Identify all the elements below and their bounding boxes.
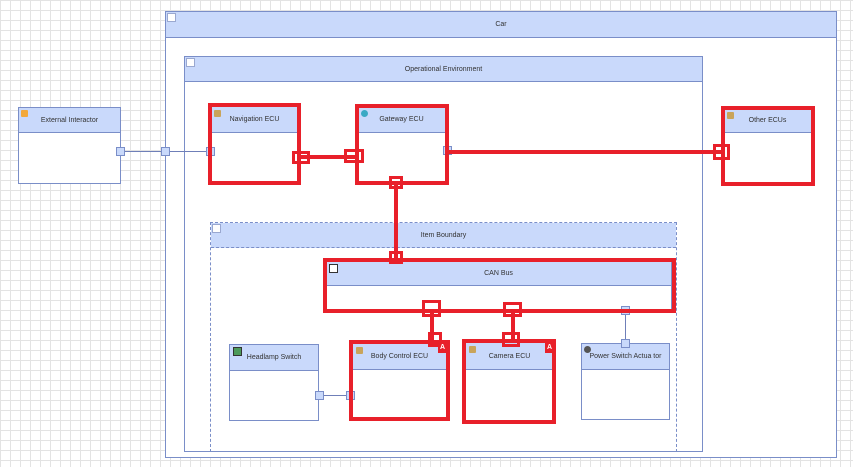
bus-icon bbox=[329, 264, 338, 273]
body-control-ecu-block[interactable]: Body Control ECU bbox=[352, 343, 447, 419]
camera-ecu-label: Camera ECU bbox=[488, 352, 531, 360]
power-switch-actuator-label: Power Switch Actua tor bbox=[589, 353, 662, 360]
highlight-port-body-control-north bbox=[428, 332, 442, 347]
item-boundary-title: Item Boundary bbox=[420, 231, 467, 239]
highlight-port-navigation-east bbox=[292, 151, 310, 164]
gear-icon bbox=[584, 346, 591, 353]
highlight-navigation-ecu bbox=[208, 103, 301, 185]
highlight-body-control-ecu bbox=[349, 340, 450, 421]
connector-headlamp-to-body-control[interactable] bbox=[319, 395, 352, 396]
navigation-ecu-header: Navigation ECU bbox=[211, 107, 298, 133]
highlight-port-can-bus-south-right bbox=[503, 302, 522, 317]
power-switch-actuator-block[interactable]: Power Switch Actua tor bbox=[581, 343, 670, 420]
item-boundary-header: Item Boundary bbox=[211, 223, 676, 248]
highlight-gateway-ecu bbox=[355, 104, 449, 185]
link-can-bus-to-body-control bbox=[430, 312, 434, 340]
gateway-ecu-label: Gateway ECU bbox=[379, 116, 424, 123]
component-icon bbox=[214, 110, 221, 117]
port-headlamp-switch[interactable] bbox=[315, 391, 324, 400]
component-icon bbox=[469, 346, 476, 353]
warning-flag-body-control: A bbox=[438, 343, 447, 353]
external-interactor-block[interactable]: External Interactor bbox=[18, 107, 121, 184]
highlight-can-bus bbox=[323, 258, 676, 313]
body-control-ecu-label: Body Control ECU bbox=[370, 353, 429, 360]
other-ecus-label: Other ECUs bbox=[748, 117, 787, 124]
container-icon bbox=[212, 224, 221, 233]
container-icon bbox=[167, 13, 176, 22]
network-icon bbox=[361, 110, 368, 117]
link-gateway-to-other-ecus bbox=[449, 150, 722, 154]
headlamp-switch-block[interactable]: Headlamp Switch bbox=[229, 344, 319, 421]
camera-ecu-block[interactable]: Camera ECU bbox=[465, 342, 554, 421]
highlight-camera-ecu bbox=[462, 339, 556, 424]
component-icon bbox=[356, 347, 363, 354]
can-bus-block[interactable]: CAN Bus bbox=[325, 260, 672, 310]
switch-icon bbox=[233, 347, 242, 356]
highlight-port-camera-north bbox=[502, 332, 520, 347]
other-ecus-header: Other ECUs bbox=[724, 109, 811, 133]
link-can-bus-to-camera bbox=[511, 312, 515, 339]
headlamp-switch-header: Headlamp Switch bbox=[230, 345, 318, 371]
can-bus-label: CAN Bus bbox=[484, 269, 513, 277]
warning-flag-camera: A bbox=[545, 343, 554, 353]
highlight-port-can-bus-south-left bbox=[422, 300, 441, 317]
highlight-other-ecus bbox=[721, 106, 815, 186]
link-navigation-to-gateway bbox=[299, 155, 357, 159]
camera-ecu-header: Camera ECU bbox=[466, 343, 553, 370]
port-car-boundary[interactable] bbox=[161, 147, 170, 156]
body-control-ecu-header: Body Control ECU bbox=[353, 344, 446, 370]
can-bus-header: CAN Bus bbox=[326, 261, 671, 286]
highlight-port-gateway-west bbox=[344, 149, 364, 163]
highlight-port-other-ecus bbox=[713, 144, 730, 160]
container-icon bbox=[186, 58, 195, 67]
port-external-interactor[interactable] bbox=[116, 147, 125, 156]
operational-environment-header: Operational Environment bbox=[185, 57, 702, 82]
highlight-port-gateway-south bbox=[389, 176, 403, 189]
component-icon bbox=[727, 112, 734, 119]
actor-icon bbox=[21, 110, 28, 117]
car-title: Car bbox=[495, 21, 507, 28]
car-header: Car bbox=[166, 12, 836, 38]
highlight-port-can-bus-north bbox=[389, 251, 403, 264]
link-gateway-to-can-bus bbox=[394, 184, 398, 259]
gateway-ecu-header: Gateway ECU bbox=[358, 107, 445, 133]
item-boundary-container[interactable]: Item Boundary bbox=[210, 222, 677, 452]
navigation-ecu-block[interactable]: Navigation ECU bbox=[210, 106, 299, 184]
port-power-switch[interactable] bbox=[621, 339, 630, 348]
operational-environment-title: Operational Environment bbox=[404, 65, 483, 73]
external-interactor-label: External Interactor bbox=[40, 116, 99, 124]
external-interactor-header: External Interactor bbox=[19, 108, 120, 133]
connector-bus-to-power-switch[interactable] bbox=[625, 311, 626, 343]
navigation-ecu-label: Navigation ECU bbox=[229, 116, 280, 123]
headlamp-switch-label: Headlamp Switch bbox=[246, 354, 302, 361]
power-switch-actuator-header: Power Switch Actua tor bbox=[582, 344, 669, 370]
